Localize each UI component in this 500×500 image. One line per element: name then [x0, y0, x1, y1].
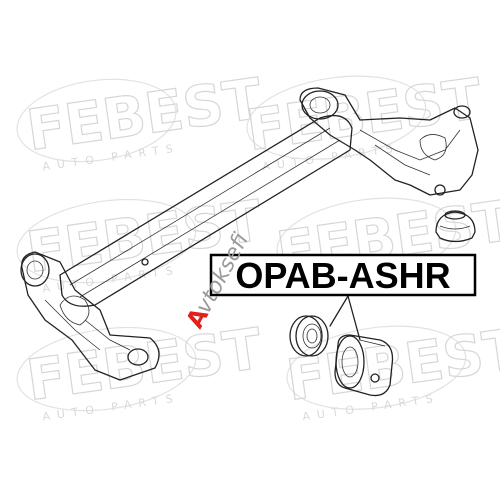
watermark-layer: FEBEST AUTO PARTS FEBEST AUTO PARTS FEBE…	[16, 66, 500, 423]
mount-cap	[435, 210, 476, 243]
right-arm-end	[299, 87, 479, 196]
rear-axle-beam	[20, 87, 479, 381]
part-number-text: OPAB-ASHR	[235, 255, 450, 296]
left-arm-end	[20, 251, 160, 381]
leader-lines	[329, 295, 361, 341]
bushing-washer	[289, 315, 329, 357]
bushing-main	[334, 334, 394, 397]
part-number-label: OPAB-ASHR	[209, 253, 477, 297]
